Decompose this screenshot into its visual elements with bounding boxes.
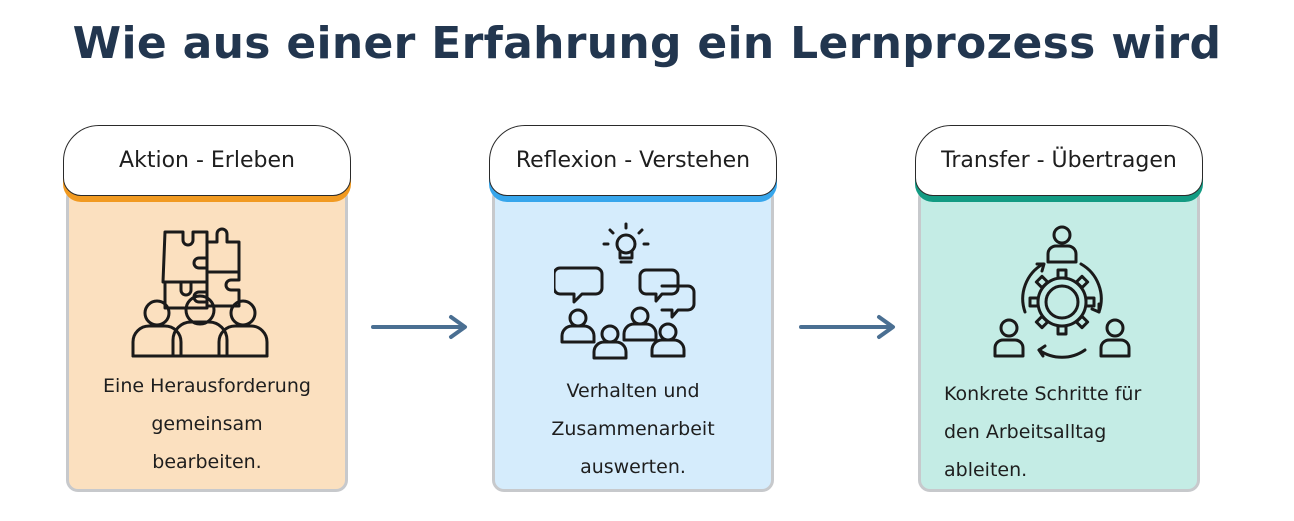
- page-title: Wie aus einer Erfahrung ein Lernprozess …: [72, 18, 1222, 69]
- step-label-reflection: Reflexion - Verstehen: [489, 125, 777, 196]
- description-line: gemeinsam: [151, 413, 263, 435]
- description-line: Verhalten und: [566, 380, 700, 402]
- description-line: Zusammenarbeit: [551, 418, 715, 440]
- step-description-action: Eine Herausforderung gemeinsam bearbeite…: [66, 367, 348, 481]
- gear-cycle-team-icon: [993, 225, 1131, 359]
- arrow-right-icon: [799, 315, 895, 339]
- puzzle-team-icon: [131, 227, 269, 358]
- description-line: Eine Herausforderung: [103, 375, 311, 397]
- step-label-transfer: Transfer - Übertragen: [915, 125, 1203, 196]
- step-description-transfer: Konkrete Schritte für den Arbeitsalltag …: [944, 375, 1196, 489]
- idea-discussion-icon: [554, 222, 696, 360]
- description-line: den Arbeitsalltag: [944, 421, 1107, 443]
- step-description-reflection: Verhalten und Zusammenarbeit auswerten.: [492, 372, 774, 486]
- step-card-transfer: [918, 186, 1200, 492]
- step-label-action: Aktion - Erleben: [63, 125, 351, 196]
- description-line: auswerten.: [580, 456, 686, 478]
- arrow-right-icon: [371, 315, 467, 339]
- description-line: Konkrete Schritte für: [944, 383, 1142, 405]
- description-line: ableiten.: [944, 459, 1028, 481]
- description-line: bearbeiten.: [152, 451, 262, 473]
